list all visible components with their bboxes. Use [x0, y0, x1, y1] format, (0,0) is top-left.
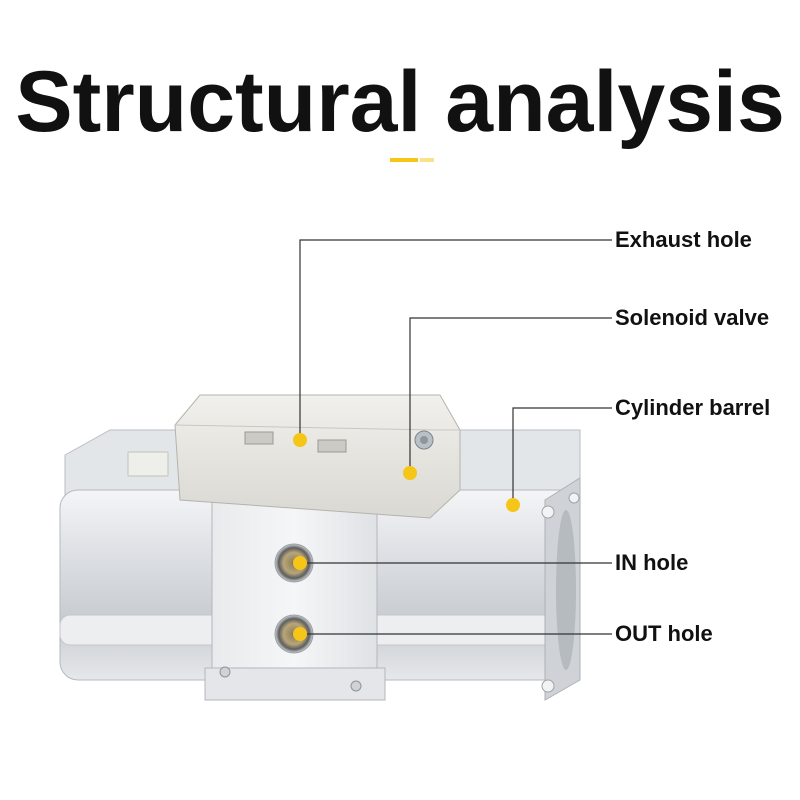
page-title: Structural analysis [15, 54, 785, 150]
label-solenoid-valve: Solenoid valve [615, 305, 770, 330]
label-out-hole: OUT hole [615, 621, 713, 646]
solenoid-valve-body [127, 394, 461, 519]
marker-dots [293, 433, 520, 641]
label-in-hole: IN hole [615, 550, 689, 575]
center-block [204, 499, 386, 701]
label-cylinder-barrel: Cylinder barrel [615, 395, 771, 420]
dot-out [293, 627, 307, 641]
title-underline-fade [420, 158, 434, 162]
leader-solenoid [409, 317, 612, 473]
label-exhaust-hole: Exhaust hole [615, 227, 752, 252]
leader-exhaust [299, 239, 612, 440]
dot-in [293, 556, 307, 570]
dot-exhaust [293, 433, 307, 447]
dot-barrel [506, 498, 520, 512]
leader-lines [299, 239, 612, 635]
leader-barrel [512, 407, 612, 505]
title-underline [390, 158, 418, 162]
dot-solenoid [403, 466, 417, 480]
